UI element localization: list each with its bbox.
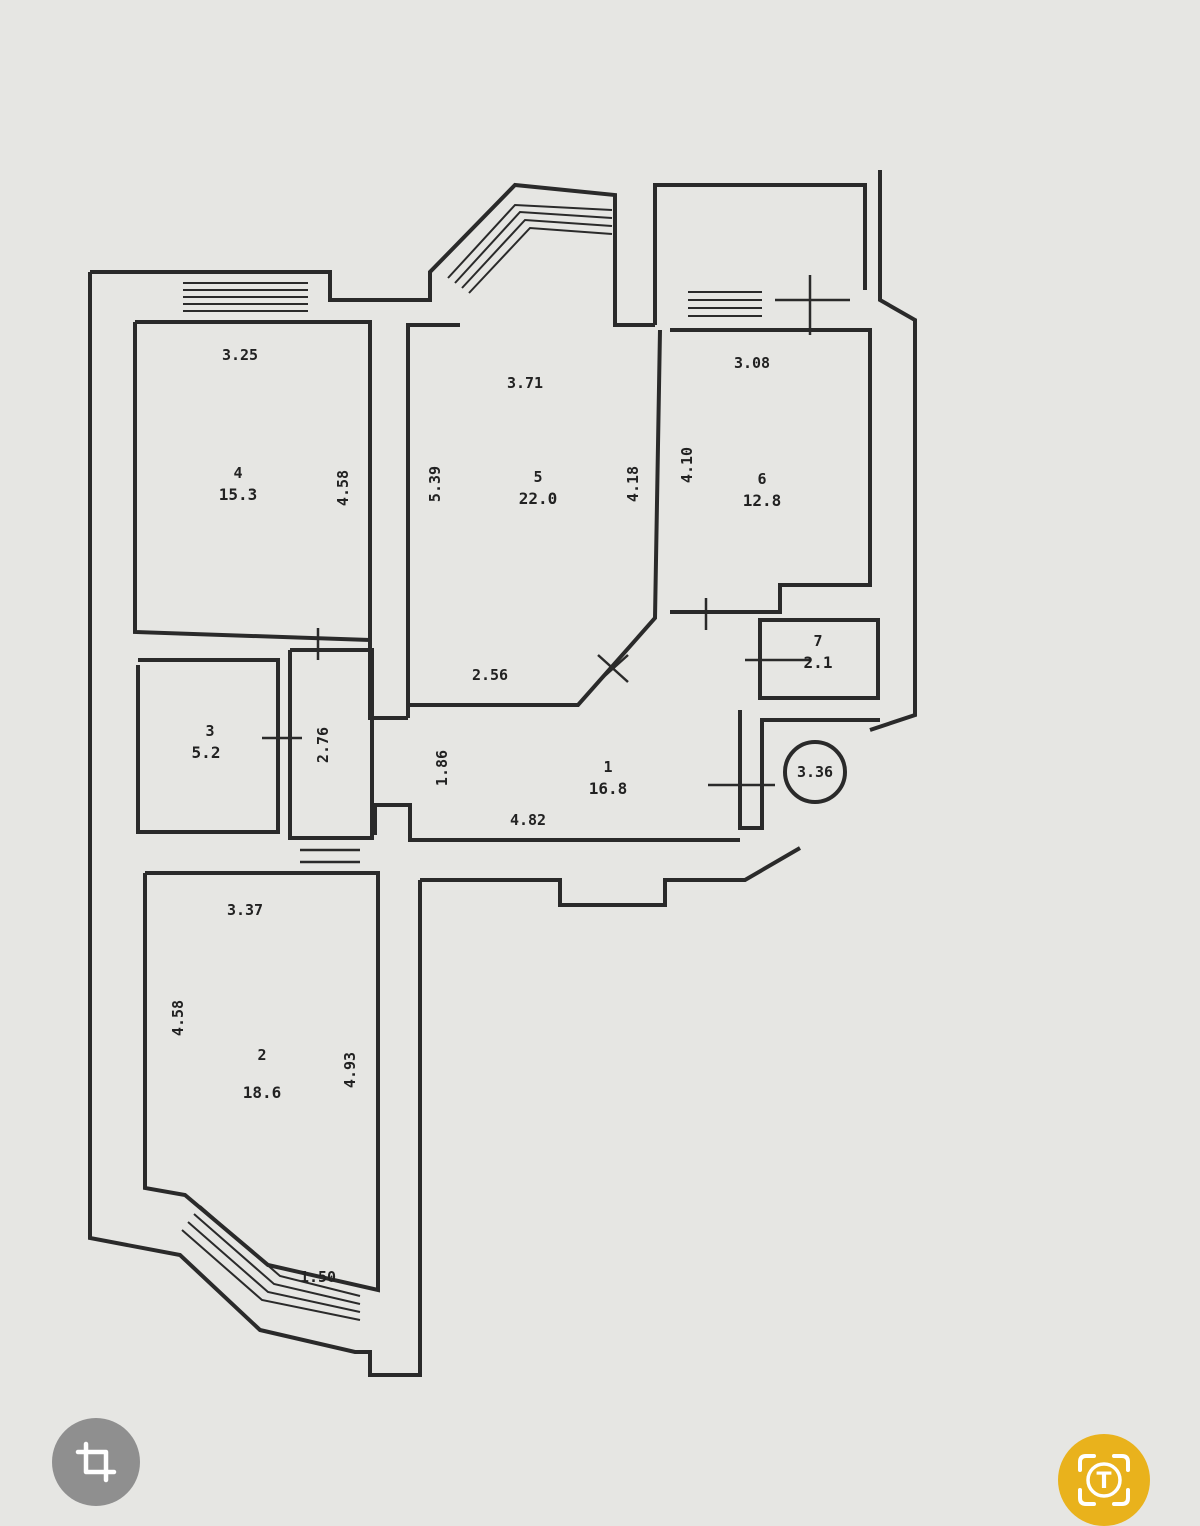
text-recognition-icon: T bbox=[1078, 1454, 1130, 1506]
room-3-area: 5.2 bbox=[192, 743, 221, 762]
text-recognition-letter: T bbox=[1096, 1469, 1111, 1494]
room-1-area: 16.8 bbox=[589, 779, 628, 798]
room-6-area: 12.8 bbox=[743, 491, 782, 510]
room-2-width: 3.37 bbox=[227, 901, 263, 919]
room-7-number: 7 bbox=[813, 632, 822, 650]
upper-bottom-wall-dimension: 2.56 bbox=[472, 666, 508, 684]
windows bbox=[181, 203, 762, 1321]
room-5-number: 5 bbox=[533, 468, 542, 486]
room-5-depth-left: 5.39 bbox=[426, 466, 444, 502]
room-5-width: 3.71 bbox=[507, 374, 543, 392]
room-2-area: 18.6 bbox=[243, 1083, 282, 1102]
room-4-depth: 4.58 bbox=[334, 470, 352, 506]
room-2-depth-right: 4.93 bbox=[341, 1052, 359, 1088]
room-5-area: 22.0 bbox=[519, 489, 558, 508]
room-4-number: 4 bbox=[233, 464, 242, 482]
room-2-number: 2 bbox=[257, 1046, 266, 1064]
room-3-number: 3 bbox=[205, 722, 214, 740]
room-7: 7 2.1 bbox=[804, 632, 833, 672]
room-2: 3.37 2 18.6 4.58 4.93 1.50 bbox=[169, 901, 359, 1286]
room-5-depth-right: 4.18 bbox=[624, 466, 642, 502]
room-1: 2.56 1 16.8 4.82 1.86 bbox=[433, 666, 627, 829]
room-4-width: 3.25 bbox=[222, 346, 258, 364]
room-6-number: 6 bbox=[757, 470, 766, 488]
room-5: 3.71 5 22.0 5.39 4.18 bbox=[426, 374, 642, 508]
door-marks bbox=[262, 275, 850, 864]
inner-walls bbox=[133, 320, 880, 1293]
circle-marker: 3.36 bbox=[783, 740, 847, 804]
room-1-depth: 1.86 bbox=[433, 750, 451, 786]
room-1-width: 4.82 bbox=[510, 811, 546, 829]
room-7-area: 2.1 bbox=[804, 653, 833, 672]
room-4-area: 15.3 bbox=[219, 485, 258, 504]
outer-walls bbox=[88, 170, 917, 1377]
crop-button[interactable] bbox=[52, 1418, 140, 1506]
circle-label: 3.36 bbox=[797, 763, 833, 781]
room-6-width: 3.08 bbox=[734, 354, 770, 372]
corridor-dimension: 2.76 bbox=[314, 727, 332, 763]
crop-icon bbox=[75, 1441, 117, 1483]
room-3: 3 5.2 bbox=[192, 722, 221, 762]
room-1-number: 1 bbox=[603, 758, 612, 776]
room-6: 3.08 6 12.8 4.10 bbox=[678, 354, 781, 510]
text-recognition-button[interactable]: T bbox=[1058, 1434, 1150, 1526]
room-2-depth-left: 4.58 bbox=[169, 1000, 187, 1036]
room-6-depth: 4.10 bbox=[678, 447, 696, 483]
room-4: 3.25 4 15.3 4.58 bbox=[219, 346, 352, 506]
room-2-bay-dimension: 1.50 bbox=[300, 1268, 336, 1286]
